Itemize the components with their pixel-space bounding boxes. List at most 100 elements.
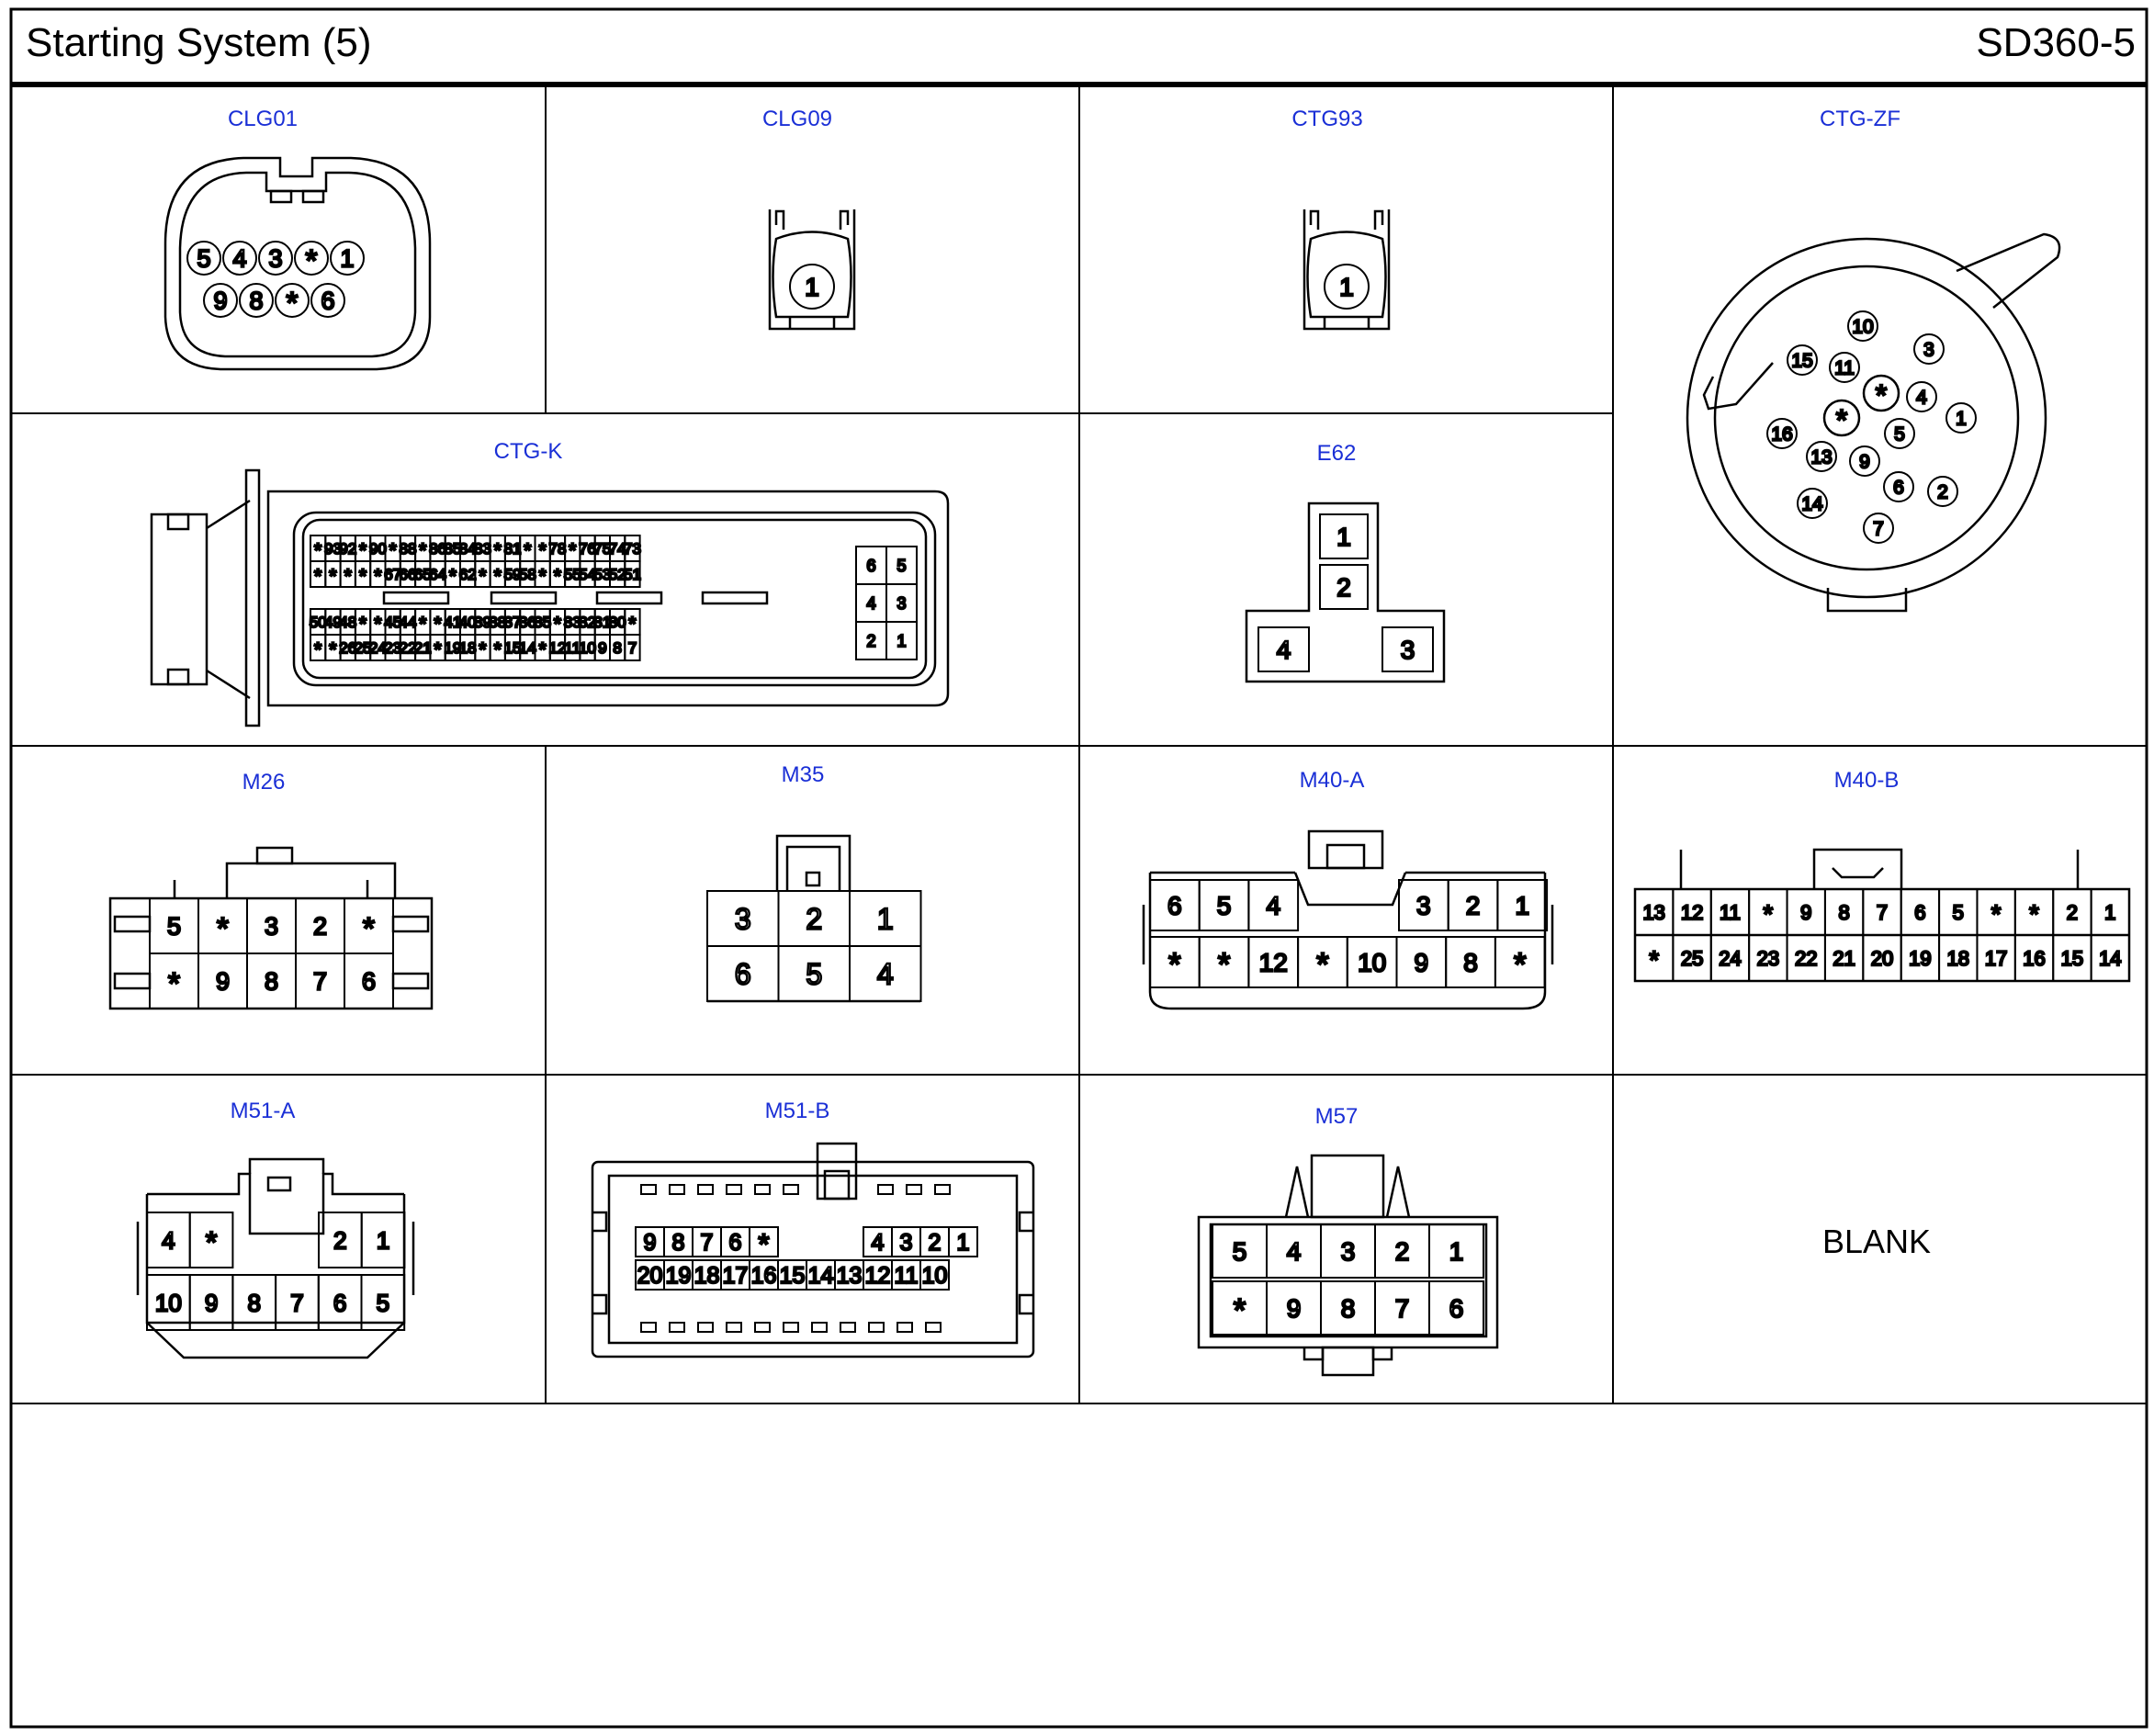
grid-lines [9, 7, 2148, 1729]
pin-label: 5 [1217, 892, 1232, 920]
pin-label: * [449, 565, 457, 587]
pin-label: 12 [548, 639, 566, 657]
pin-label: * [569, 539, 576, 561]
pin-label: 21 [1833, 947, 1855, 970]
pin-label: 9 [1287, 1294, 1302, 1323]
pin-label: 4 [232, 245, 246, 273]
pin-label: 6 [1167, 892, 1182, 920]
pin-label: 9 [216, 968, 230, 996]
pin-label: 85 [444, 540, 461, 558]
pin-label: 5 [167, 913, 181, 941]
pin-label: 3 [265, 913, 278, 941]
pin-cell [749, 1226, 779, 1257]
pin-label: * [363, 911, 375, 946]
pin-label: 19 [1909, 947, 1931, 970]
pin-label: 7 [290, 1289, 303, 1316]
pin-label: * [1649, 945, 1659, 974]
pin-label: * [494, 565, 502, 587]
pin-label: 59 [504, 566, 522, 583]
pin-label: 53 [593, 566, 611, 583]
pin-cell [885, 621, 918, 660]
pin-label: * [1763, 899, 1773, 928]
pin-label: 18 [459, 639, 477, 657]
label-m26: M26 [242, 770, 286, 795]
label-m35: M35 [781, 762, 825, 787]
pin-label: 10 [922, 1263, 948, 1289]
pin-label: 86 [429, 540, 446, 558]
pin-label: 50 [310, 614, 327, 631]
latch-slot [640, 1184, 657, 1195]
pin-label: 14 [519, 639, 536, 657]
pin-label: 9 [213, 287, 227, 315]
pin-label: 52 [609, 566, 626, 583]
label-ctg-zf: CTG-ZF [1820, 107, 1900, 131]
pin-label: 39 [474, 614, 491, 631]
pin-circle [1927, 476, 1958, 507]
pin-label: 5 [377, 1289, 389, 1316]
pin-label: 45 [384, 614, 401, 631]
label-ctg93: CTG93 [1291, 107, 1363, 131]
pin-label: 3 [735, 903, 751, 936]
pin-label: * [1876, 379, 1888, 412]
pin-label: 1 [1515, 892, 1529, 920]
pin-circle [1862, 374, 1900, 412]
pin-cell [919, 1259, 950, 1291]
pin-label: 10 [155, 1289, 182, 1316]
pin-cell [1496, 879, 1549, 931]
pin-circle [1863, 513, 1894, 544]
pin-label: 38 [489, 614, 506, 631]
pin-label: * [1218, 947, 1231, 983]
pin-label: * [359, 539, 367, 561]
pin-label: 74 [609, 540, 626, 558]
pin-circle [1829, 352, 1860, 383]
pin-label: 3 [900, 1230, 913, 1256]
latch-slot [754, 1322, 771, 1333]
pin-cell [1319, 564, 1369, 610]
pin-label: 2 [333, 1226, 346, 1254]
pin-circle [1849, 445, 1880, 477]
pin-label: 65 [414, 566, 432, 583]
pin-label: 11 [1834, 358, 1855, 379]
pin-label: 66 [399, 566, 416, 583]
pin-label: 8 [613, 639, 621, 657]
pin-label: 8 [672, 1230, 685, 1256]
pin-circle [203, 283, 238, 318]
latch-slot [868, 1322, 885, 1333]
latch-slot [906, 1184, 922, 1195]
pin-label: * [1514, 947, 1527, 983]
connector-clg09: 1 [768, 209, 856, 331]
pin-label: 1 [897, 632, 906, 650]
pin-label: 1 [1956, 409, 1967, 430]
pin-circle [1324, 264, 1370, 310]
pin-label: * [758, 1228, 769, 1260]
pin-label: 3 [1401, 636, 1415, 664]
pin-cell [1247, 879, 1300, 931]
pin-label: * [286, 286, 298, 321]
pin-label: * [344, 565, 352, 587]
label-m57: M57 [1314, 1104, 1359, 1129]
pin-label: 67 [384, 566, 401, 583]
pin-circle [1913, 333, 1945, 365]
pin-label: 14 [2099, 947, 2121, 970]
connector-ctg93: 1 [1303, 209, 1391, 331]
pin-label: * [419, 539, 426, 561]
pin-label: * [314, 539, 321, 561]
pin-label: 8 [265, 968, 278, 996]
latch-slot [669, 1322, 685, 1333]
pin-circle [275, 283, 310, 318]
pin-label: 13 [1642, 901, 1664, 924]
latch-slot [697, 1322, 714, 1333]
pin-label: * [554, 565, 561, 587]
pin-circle [1787, 344, 1818, 376]
pin-label: 1 [805, 273, 819, 301]
pin-label: * [524, 539, 531, 561]
pin-circle [222, 241, 257, 276]
pin-label: 9 [205, 1289, 218, 1316]
pin-label: 8 [248, 1289, 261, 1316]
